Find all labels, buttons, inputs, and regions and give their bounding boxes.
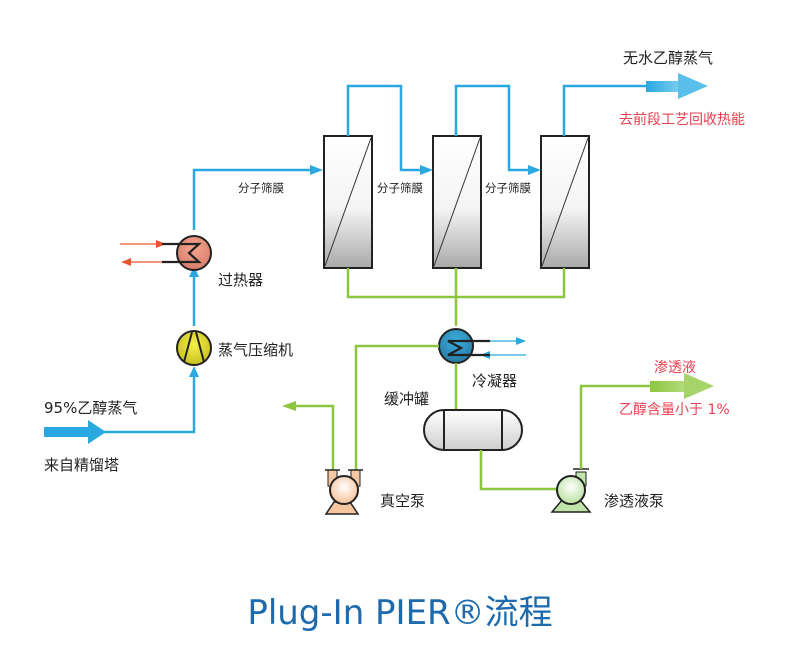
- permeate-header-pipe: [346, 268, 566, 326]
- condenser-label: 冷凝器: [472, 372, 517, 390]
- compressor-label: 蒸气压缩机: [218, 341, 293, 359]
- membrane-module-2: [432, 135, 482, 269]
- vapor-pipe-m1-m2: [346, 84, 426, 172]
- permeate-out-pipe: [579, 384, 652, 469]
- vapor-pipe-feed: [104, 372, 196, 434]
- superheater-icon: [120, 235, 212, 271]
- tank-to-pump-pipe: [479, 450, 557, 491]
- membrane-label-1: 分子筛膜: [238, 181, 284, 195]
- flow-arrowhead: [310, 165, 323, 175]
- flow-arrowhead: [189, 366, 199, 377]
- vacuum-pump-icon: [324, 469, 363, 515]
- vapor-pipe-m2-m3: [454, 84, 534, 172]
- buffer-tank-icon: [423, 409, 523, 451]
- vapor-pipe-product: [562, 84, 648, 136]
- flow-arrowhead: [189, 266, 199, 277]
- vacuum-pump-label: 真空泵: [380, 492, 425, 510]
- flow-arrowhead: [528, 165, 541, 175]
- feed-arrow: [44, 420, 106, 444]
- permeate-note: 乙醇含量小于 1%: [619, 401, 730, 418]
- product-arrow: [646, 73, 708, 99]
- permeate-pump-label: 渗透液泵: [604, 492, 664, 510]
- product-label: 无水乙醇蒸气: [623, 49, 713, 67]
- membrane-label-3: 分子筛膜: [485, 181, 531, 195]
- permeate-label: 渗透液: [654, 360, 696, 376]
- flow-arrowhead: [420, 165, 433, 175]
- vacuum-exhaust-arrowhead: [282, 401, 296, 411]
- feed-label-top: 95%乙醇蒸气: [44, 399, 137, 417]
- permeate-arrow: [650, 373, 714, 399]
- product-note: 去前段工艺回收热能: [619, 111, 745, 128]
- superheater-label: 过热器: [218, 271, 263, 289]
- membrane-module-1: [323, 135, 373, 269]
- permeate-pump-icon: [550, 468, 592, 513]
- membrane-module-3: [540, 135, 590, 269]
- diagram-title: Plug-In PIER®流程: [247, 593, 552, 633]
- buffer-tank-label: 缓冲罐: [384, 390, 429, 408]
- membrane-label-2: 分子筛膜: [377, 181, 423, 195]
- feed-label-bottom: 来自精馏塔: [44, 456, 119, 474]
- vacuum-exhaust-line: [292, 404, 335, 472]
- vacuum-line: [354, 344, 439, 472]
- vapor-pipe-superheater-membrane: [192, 168, 316, 230]
- condenser-icon: [438, 328, 526, 364]
- vapor-compressor-icon: [176, 330, 212, 366]
